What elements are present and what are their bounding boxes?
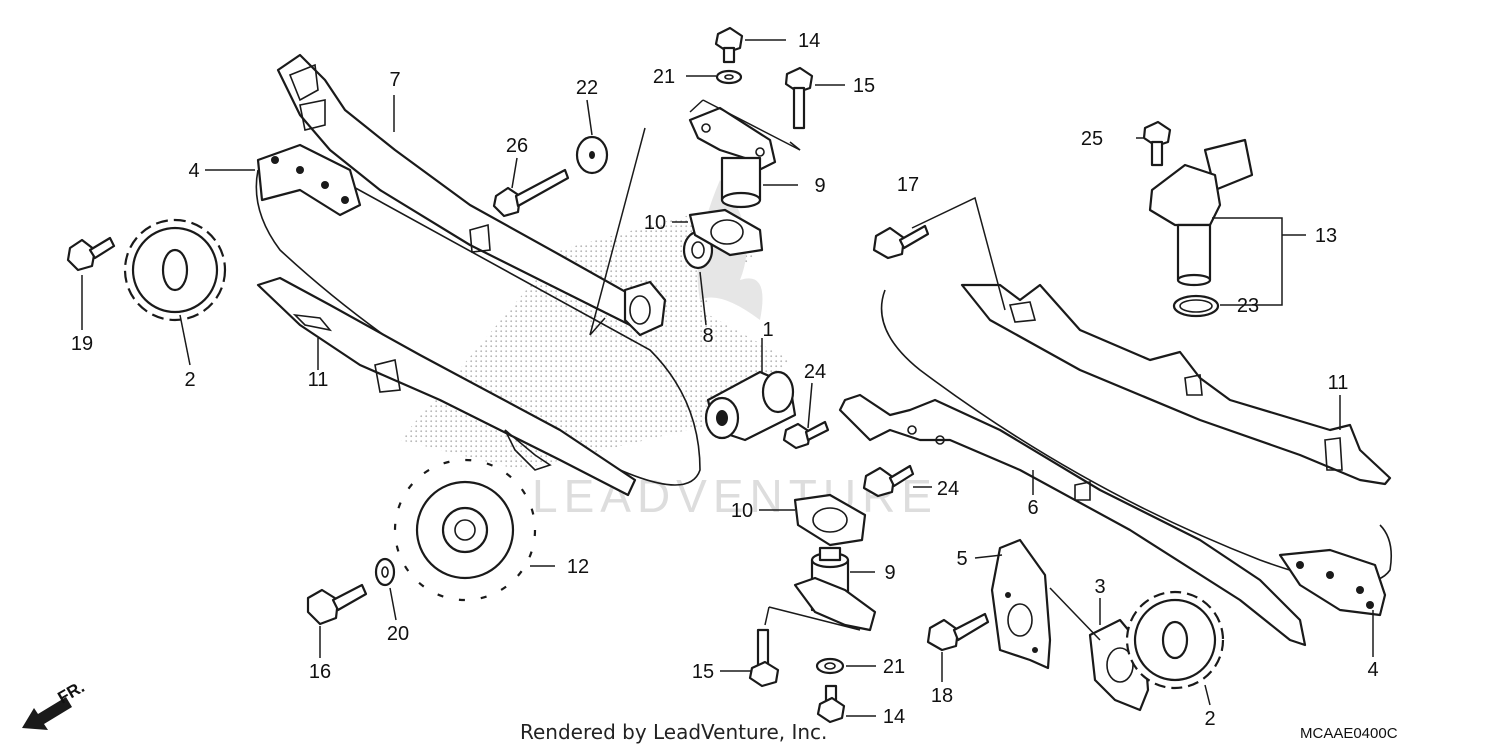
callout-15-top: 15	[853, 75, 875, 97]
callout-16: 16	[309, 661, 331, 683]
diagram-code: MCAAE0400C	[1300, 725, 1398, 742]
callout-25: 25	[1081, 128, 1103, 150]
gasket-10-lower	[793, 493, 867, 547]
cam-chain-left	[255, 143, 701, 486]
callout-15-bottom: 15	[692, 661, 714, 683]
callout-11-left: 11	[308, 369, 329, 391]
callout-10-bottom: 10	[731, 500, 753, 522]
callout-labels: 14 21 15 22 7 26 4 2 19 11 9 10 8 1 24 2…	[71, 30, 1379, 730]
bolt-25	[1142, 120, 1172, 167]
cam-chain-guide-6	[838, 393, 1307, 647]
bolt-15-lower	[748, 628, 780, 688]
callout-2-right: 2	[1204, 708, 1215, 730]
callout-13: 13	[1315, 225, 1337, 247]
callout-21-bottom: 21	[883, 656, 905, 678]
callout-9-bottom: 9	[884, 562, 895, 584]
bolt-14-lower	[816, 684, 846, 724]
washer-20	[374, 557, 396, 587]
cam-chain-right	[880, 289, 1393, 617]
cam-chain-tensioner-upper	[688, 106, 777, 209]
callout-4-left: 4	[188, 160, 199, 182]
callout-2-left: 2	[184, 369, 195, 391]
o-ring-23	[1172, 294, 1220, 318]
gasket-10-upper	[688, 208, 764, 257]
cam-sprocket-1	[704, 370, 797, 442]
bolt-16	[306, 583, 368, 626]
callout-20: 20	[387, 623, 409, 645]
callout-26: 26	[506, 135, 528, 157]
callout-9-top: 9	[814, 175, 825, 197]
callout-23: 23	[1237, 295, 1259, 317]
callout-24-lower: 24	[937, 478, 959, 500]
callout-19: 19	[71, 333, 93, 355]
washer-21-lower	[815, 657, 845, 675]
callout-11-right: 11	[1328, 372, 1349, 394]
bolt-17	[872, 224, 930, 260]
front-direction-arrow: FR.	[22, 677, 88, 730]
leader-lines	[81, 39, 1374, 717]
tensioner-wheel-12	[393, 458, 537, 602]
callout-8: 8	[702, 325, 713, 347]
cam-chain-guide-lower-left	[256, 276, 637, 497]
callout-5: 5	[956, 548, 967, 570]
bolt-15-upper	[784, 66, 814, 130]
bolt-19	[66, 236, 116, 272]
callout-22: 22	[576, 77, 598, 99]
callout-10-top: 10	[644, 212, 666, 234]
callout-21-top: 21	[653, 66, 675, 88]
cam-sensor-13	[1148, 138, 1254, 287]
collar-22	[575, 135, 609, 175]
bolt-18	[926, 612, 990, 652]
callout-3: 3	[1094, 576, 1105, 598]
callout-14-bottom: 14	[883, 706, 905, 728]
callout-12: 12	[567, 556, 589, 578]
washer-21-upper	[715, 69, 743, 85]
crank-sprocket-left	[123, 218, 227, 322]
callout-6: 6	[1027, 497, 1038, 519]
callout-17: 17	[897, 174, 919, 196]
plate-5	[990, 538, 1052, 670]
callout-18: 18	[931, 685, 953, 707]
callout-24-upper: 24	[804, 361, 826, 383]
callout-14-top: 14	[798, 30, 820, 52]
bolt-26	[492, 168, 570, 218]
bolt-24-upper	[782, 420, 830, 450]
bolt-14-upper	[714, 26, 744, 64]
callout-1: 1	[762, 319, 773, 341]
footer-credit: Rendered by LeadVenture, Inc.	[520, 720, 827, 744]
crank-sprocket-right	[1125, 590, 1225, 690]
callout-4-right: 4	[1367, 659, 1378, 681]
cam-chain-tensioner-lower	[793, 546, 877, 632]
callout-7: 7	[389, 69, 400, 91]
bolt-24-lower	[862, 464, 915, 498]
